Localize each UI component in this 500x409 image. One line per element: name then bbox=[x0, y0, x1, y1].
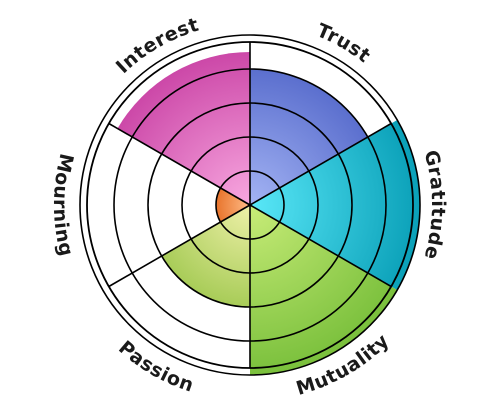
grid-spokes bbox=[108, 42, 392, 368]
segment-gratitude bbox=[250, 120, 420, 290]
spoke-5 bbox=[108, 122, 251, 206]
segment-interest bbox=[117, 52, 251, 205]
spoke-2 bbox=[249, 204, 392, 288]
label-trust: Trust bbox=[314, 19, 375, 67]
segment-trust bbox=[250, 69, 368, 205]
spoke-1 bbox=[249, 122, 392, 206]
label-gratitude: Gratitude bbox=[419, 148, 449, 262]
spoke-4 bbox=[108, 204, 251, 288]
ring-5 bbox=[79, 34, 421, 376]
label-mourning: Mourning bbox=[49, 151, 78, 258]
segment-fills bbox=[117, 52, 420, 375]
segment-mutuality bbox=[250, 205, 398, 375]
segment-mourning bbox=[216, 188, 250, 222]
